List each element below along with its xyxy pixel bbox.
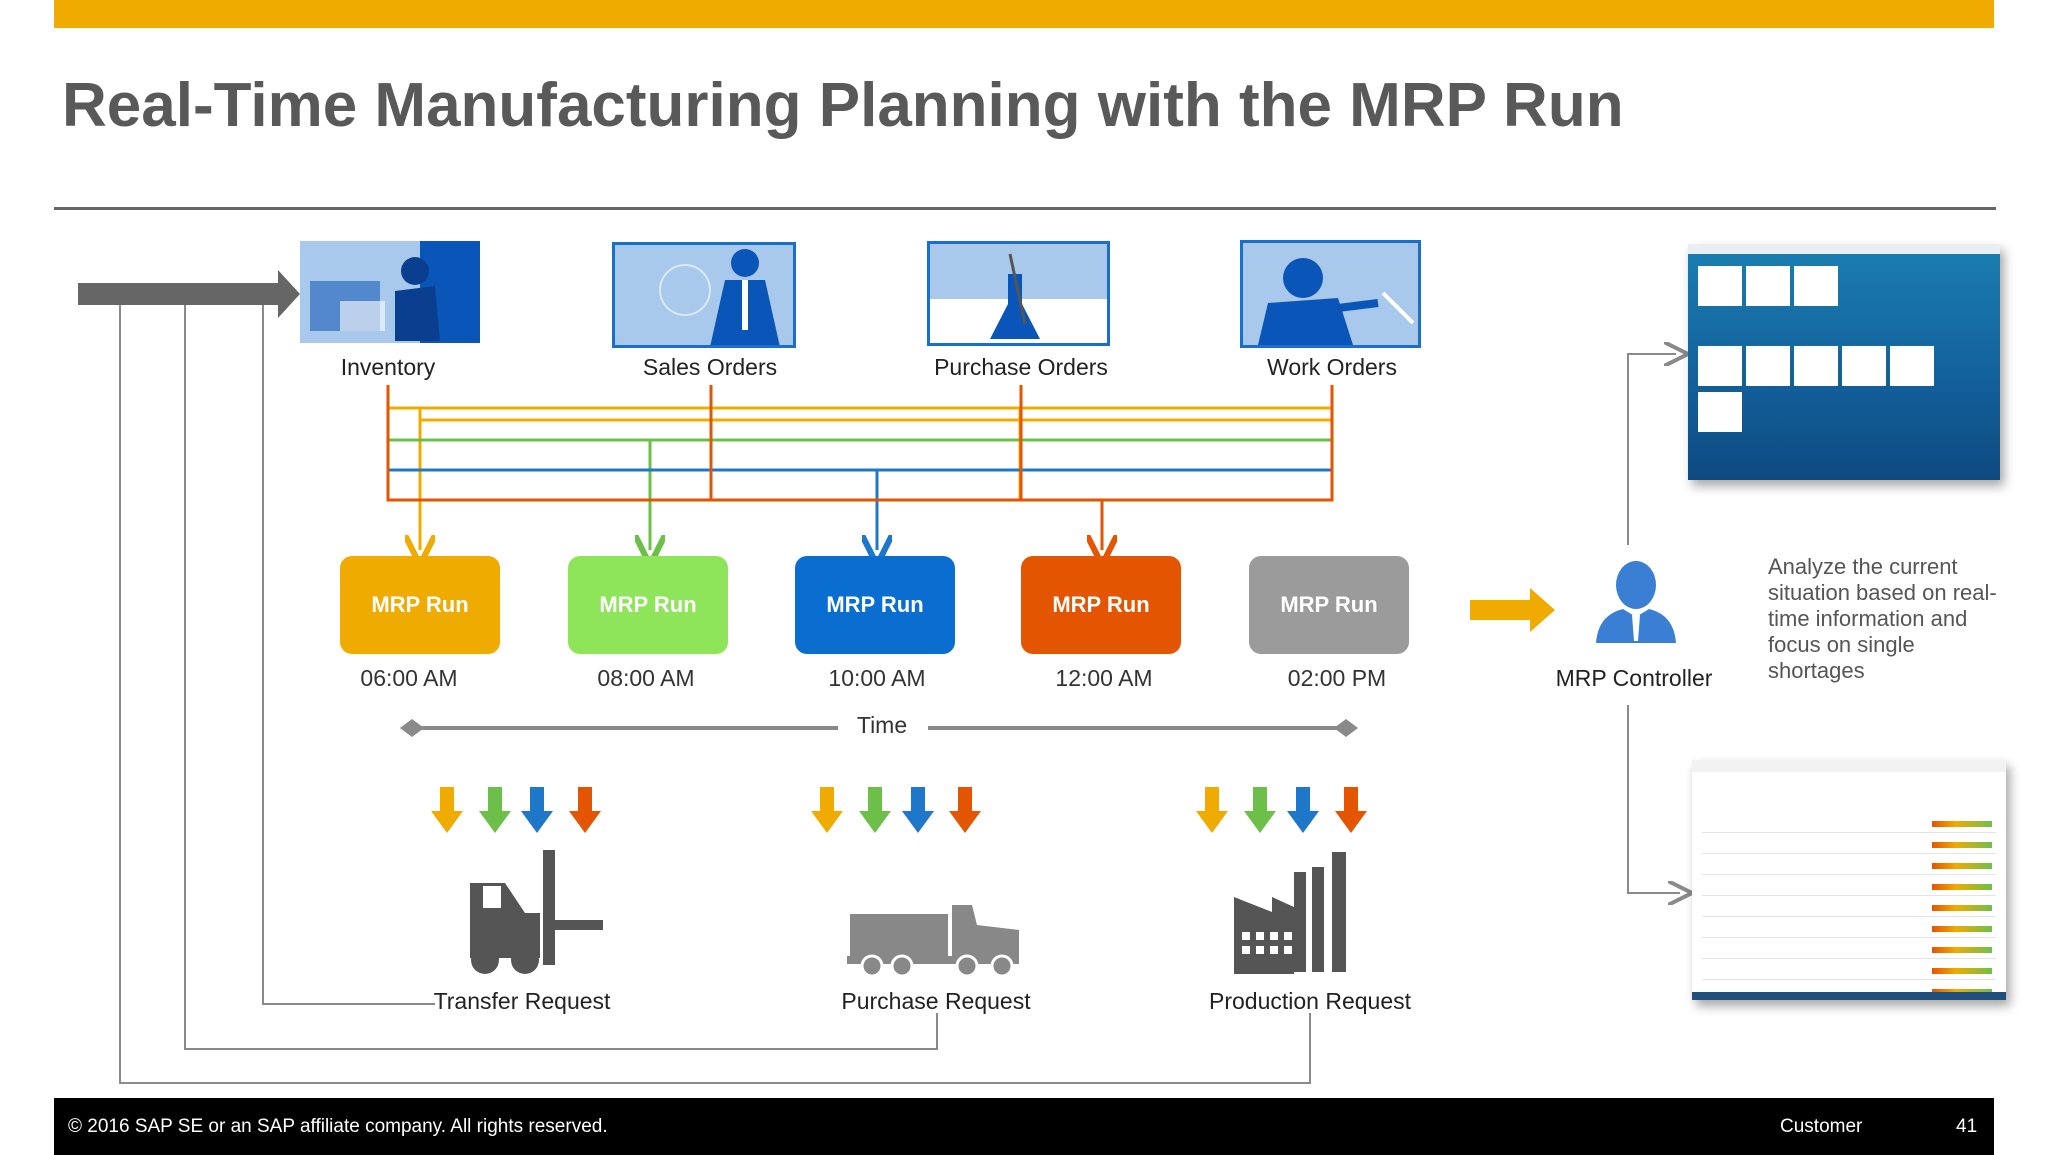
source-label-sales-orders: Sales Orders (642, 354, 778, 380)
copyright-text: © 2016 SAP SE or an SAP affiliate compan… (68, 1116, 608, 1137)
down-arrow-icon (569, 787, 601, 833)
analyze-description: Analyze the current situation based on r… (1768, 554, 1997, 683)
mrp-run-box-0200: MRP Run (1249, 556, 1409, 654)
footer: © 2016 SAP SE or an SAP affiliate compan… (54, 1098, 1994, 1155)
page-number: 41 (1956, 1116, 1978, 1137)
down-arrow-icon (521, 787, 553, 833)
down-arrow-icon (1335, 787, 1367, 833)
source-label-work-orders: Work Orders (1267, 354, 1397, 380)
down-arrow-icon (1287, 787, 1319, 833)
time-axis-label: Time (856, 712, 908, 738)
table-row (1702, 860, 1996, 875)
down-arrow-icon (859, 787, 891, 833)
run-time-0800: 08:00 AM (597, 665, 695, 691)
classification-label: Customer (1780, 1116, 1863, 1137)
down-arrow-icon (479, 787, 511, 833)
title-divider (54, 207, 1996, 210)
down-arrow-icon (1244, 787, 1276, 833)
inventory-image (300, 241, 480, 343)
work-orders-image (1240, 240, 1421, 348)
table-row (1702, 839, 1996, 854)
down-arrow-icon (1196, 787, 1228, 833)
controller-label: MRP Controller (1555, 665, 1713, 691)
down-arrow-icon (431, 787, 463, 833)
mrp-run-box-0600: MRP Run (340, 556, 500, 654)
source-label-inventory: Inventory (340, 354, 436, 380)
feedback-arrow-head (278, 270, 300, 318)
source-label-purchase-orders: Purchase Orders (934, 354, 1108, 380)
down-arrow-icon (902, 787, 934, 833)
sales-orders-image (612, 242, 796, 348)
page-title: Real-Time Manufacturing Planning with th… (62, 71, 1624, 140)
feedback-arrow-shaft (78, 283, 290, 305)
mrp-run-box-1200: MRP Run (1021, 556, 1181, 654)
output-label-transfer-request: Transfer Request (433, 988, 611, 1014)
run-time-1200: 12:00 AM (1055, 665, 1153, 691)
shortage-list-screenshot (1692, 760, 2006, 1000)
output-label-purchase-request: Purchase Request (841, 988, 1031, 1014)
forklift-icon (470, 850, 603, 974)
mrp-run-box-0800: MRP Run (568, 556, 728, 654)
table-row (1702, 818, 1996, 833)
table-row (1702, 965, 1996, 980)
down-arrow-icon (811, 787, 843, 833)
truck-icon (847, 905, 1019, 978)
brand-bar (54, 0, 1994, 28)
output-label-production-request: Production Request (1208, 988, 1412, 1014)
run-time-0600: 06:00 AM (360, 665, 458, 691)
table-row (1702, 902, 1996, 917)
table-row (1702, 881, 1996, 896)
run-time-0200: 02:00 PM (1287, 665, 1387, 691)
mrp-run-box-1000: MRP Run (795, 556, 955, 654)
to-controller-arrow (1470, 588, 1555, 632)
factory-icon (1234, 852, 1346, 974)
launchpad-screenshot (1688, 244, 2000, 480)
table-row (1702, 923, 1996, 938)
table-row (1702, 944, 1996, 959)
user-icon (1596, 561, 1676, 643)
down-arrow-icon (949, 787, 981, 833)
run-time-1000: 10:00 AM (828, 665, 926, 691)
purchase-orders-image (927, 241, 1110, 346)
